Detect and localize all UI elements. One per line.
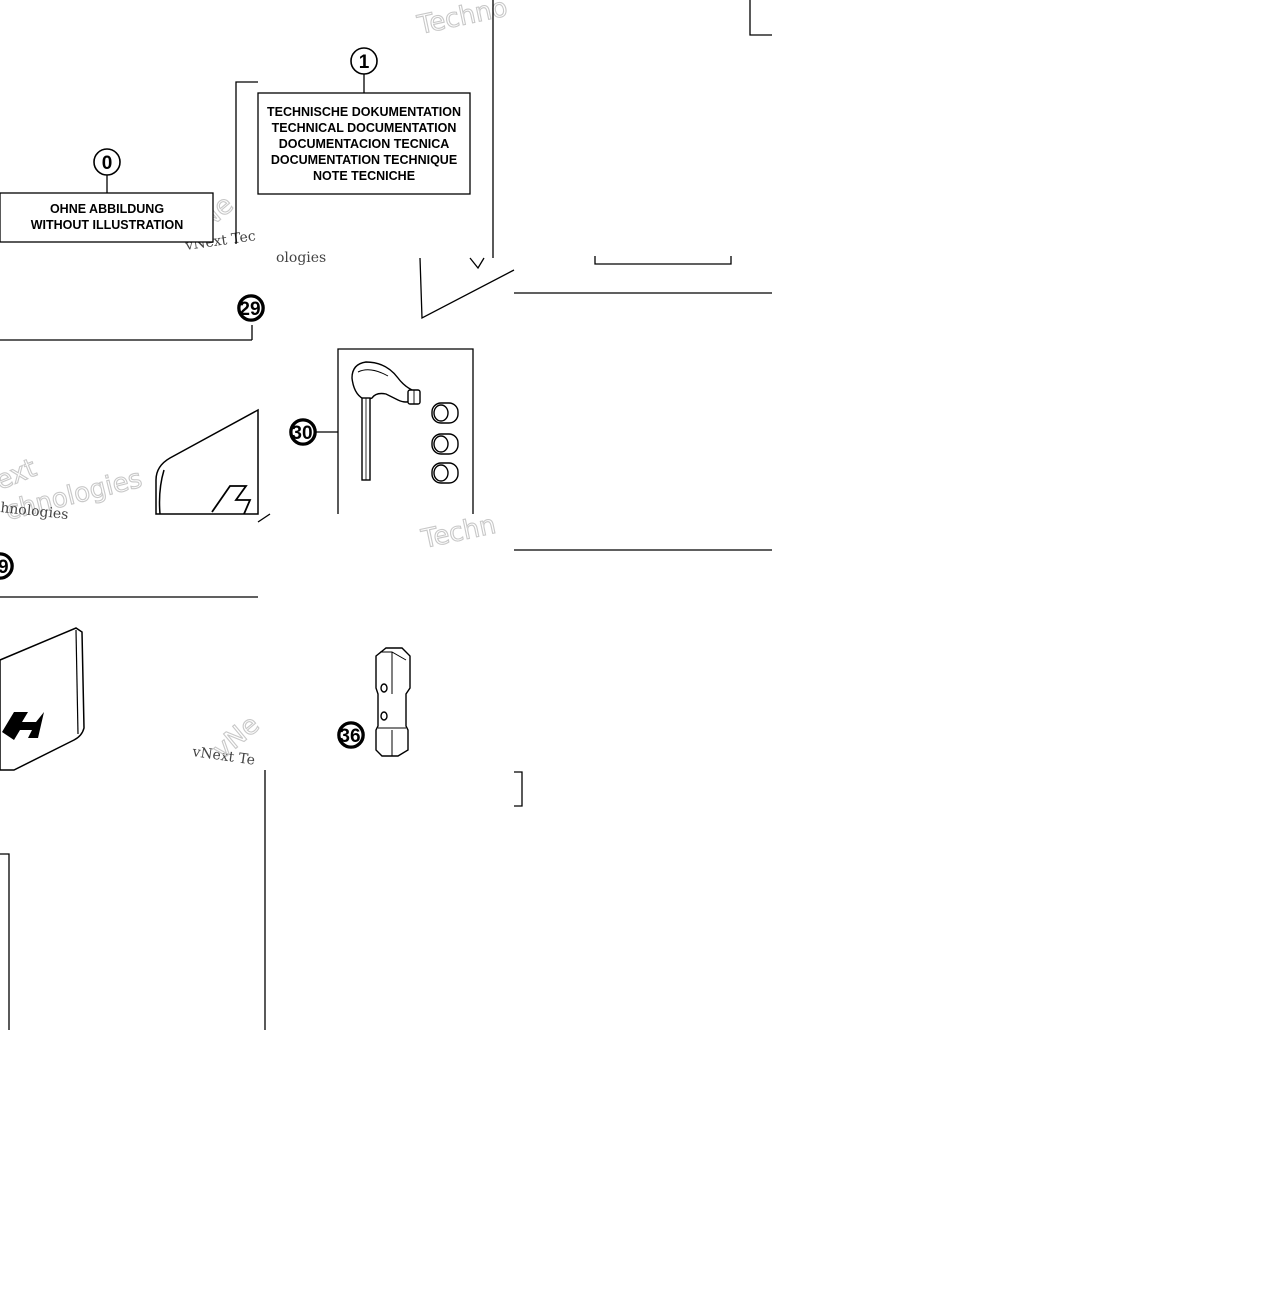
callout-number-29: 29 [239, 299, 260, 320]
without-illustration-label-box [0, 192, 214, 243]
watermark-text: ologies [276, 250, 326, 266]
label-line: DOCUMENTACION TECNICA [279, 137, 450, 151]
ktm-manual-cover-icon [419, 257, 515, 320]
ktm-manual-cover-icon [155, 408, 271, 523]
frame-line [594, 256, 732, 265]
label-line: OHNE ABBILDUNG [50, 202, 164, 216]
hex-key-set-frame [337, 348, 474, 514]
watermark-text: Techn [418, 510, 498, 555]
label-line: NOTE TECNICHE [313, 169, 415, 183]
callout-36-group: 36 [337, 721, 365, 749]
callout-number-36: 36 [339, 726, 360, 747]
frame-line [0, 853, 10, 1030]
watermark-text: Techno [414, 0, 510, 41]
ktm-manual-cover-icon [0, 627, 85, 771]
frame-line [514, 771, 523, 807]
label-line: TECHNICAL DOCUMENTATION [272, 121, 457, 135]
callout-number-0: 0 [102, 153, 113, 174]
label-line: TECHNISCHE DOKUMENTATION [267, 105, 461, 119]
callout-number-29: 29 [0, 557, 9, 578]
watermark-text: hnologies [0, 500, 69, 523]
callout-number-30: 30 [291, 423, 312, 444]
callout-number-1: 1 [359, 52, 370, 73]
spark-plug-box-wrench-icon [375, 647, 411, 757]
hex-socket-bit-icon [431, 402, 459, 484]
label-line: WITHOUT ILLUSTRATION [31, 218, 184, 232]
callout-1-group: 1 TECHNISCHE DOKUMENTATION TECHNICAL DOC… [257, 47, 471, 195]
frame-line [749, 0, 772, 36]
label-line: DOCUMENTATION TECHNIQUE [271, 153, 457, 167]
technical-documentation-label-box [257, 92, 471, 195]
callout-0-group: 0 OHNE ABBILDUNG WITHOUT ILLUSTRATION [0, 148, 214, 243]
callout-30-group: 30 [289, 348, 474, 514]
section-frame-lines [0, 0, 772, 1030]
callout-29-lower-group: 29 [0, 552, 14, 580]
t-handle-hex-key-icon [351, 361, 421, 481]
callout-29-upper-group: 29 [237, 294, 265, 322]
frame-line [235, 81, 258, 244]
